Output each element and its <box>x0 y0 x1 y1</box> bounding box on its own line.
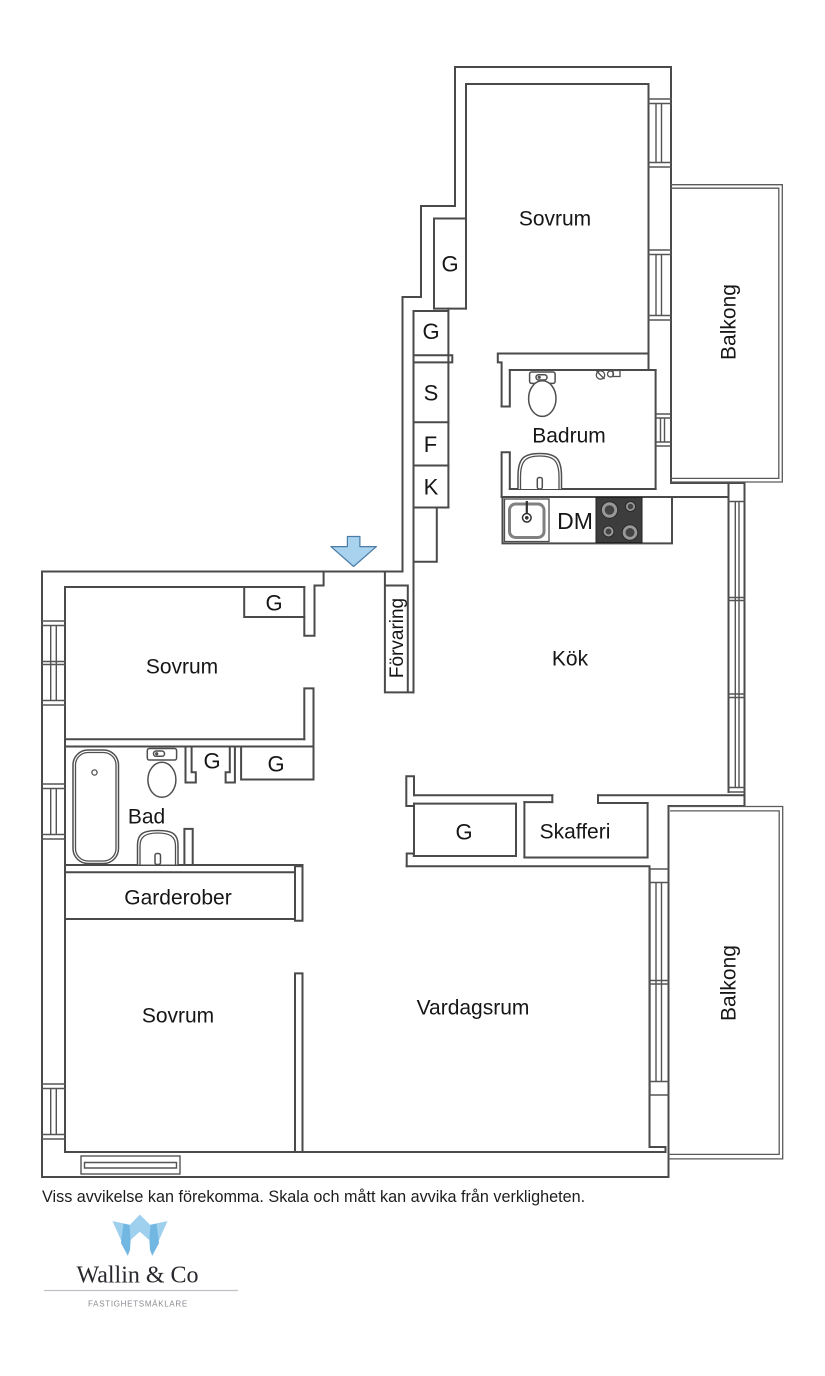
label-bad: Bad <box>128 805 165 828</box>
exterior-walls <box>41 66 746 1178</box>
label-g-mid-sovrum: G <box>265 591 282 616</box>
sink-bad <box>136 829 179 866</box>
window-badrum <box>654 413 671 447</box>
label-sovrum-bottom: Sovrum <box>142 1004 214 1027</box>
balcony-top-rail <box>670 184 783 483</box>
wall-bad-east-stub <box>184 745 197 784</box>
burner-1-center <box>604 505 615 515</box>
wall-sovrum-top-bottom <box>496 352 650 408</box>
label-g-upper: G <box>422 319 439 344</box>
wall-corridor-west-upper <box>303 584 316 637</box>
label-g-niche: G <box>441 252 458 277</box>
label-g-hall: G <box>455 820 472 845</box>
label-k: K <box>424 475 439 500</box>
burner-2-center <box>627 503 634 510</box>
label-sovrum-mid: Sovrum <box>146 655 218 678</box>
wall-sovrum-mid <box>64 586 306 741</box>
bad-fixtures <box>72 747 179 866</box>
crown-right-facet <box>148 1223 159 1256</box>
wall-corridor-west-lower <box>303 687 315 748</box>
wall-skrow-stub <box>405 775 415 807</box>
kitchen-sink-unit <box>503 498 550 543</box>
label-g-bad-1: G <box>203 749 220 774</box>
logo-crown-icon <box>112 1214 168 1256</box>
windows <box>41 98 746 1175</box>
wall-box-below-k <box>412 506 438 563</box>
window-bad <box>41 783 66 840</box>
wall-bad-se-stub <box>183 827 194 866</box>
disclaimer-text: Viss avvikelse kan förekomma. Skala och … <box>42 1188 585 1206</box>
wall-sfk-closets <box>412 421 450 509</box>
footer: Viss avvikelse kan förekomma. Skala och … <box>42 1188 585 1309</box>
entrance-arrow <box>330 535 377 568</box>
balcony-bottom-rail <box>667 805 784 1160</box>
window-sovrum-bottom-south <box>80 1155 181 1175</box>
window-vardagsrum-east <box>649 868 670 1096</box>
kitchen-fixtures <box>501 496 673 545</box>
sink-badrum <box>517 452 563 490</box>
wall-garderober <box>64 864 304 922</box>
toilet-dot-badrum <box>537 375 541 379</box>
bathtub-inner <box>74 751 117 862</box>
wall-badrum-left-upper <box>500 369 511 408</box>
logo: Wallin & Co FASTIGHETSMÄKLARE <box>44 1214 238 1309</box>
outer-wall-lower <box>41 570 670 1178</box>
wall-skrow-interiors <box>413 802 649 859</box>
wall-skrow-bottom-end <box>405 852 415 868</box>
balconies <box>667 184 784 1160</box>
label-vardagsrum: Vardagsrum <box>417 996 530 1019</box>
wall-gbad-jamb <box>224 745 236 784</box>
crown-left-facet <box>121 1223 132 1256</box>
wall-skafferi-door-jambs <box>551 794 599 804</box>
wall-closet-g2 <box>412 307 450 509</box>
outer-wall-top-right <box>454 66 746 797</box>
entrance-arrow-icon <box>330 535 377 568</box>
label-g-bad-2: G <box>267 752 284 777</box>
room-labels: Sovrum Balkong Badrum Kök Förvaring Sovr… <box>124 207 740 1027</box>
stove <box>595 497 643 543</box>
badrum-fixtures <box>517 369 621 490</box>
wall-skrow-inner-top <box>413 801 649 805</box>
label-dm: DM <box>557 508 593 534</box>
wall-skrow-divider <box>515 801 526 859</box>
window-kok-east <box>727 500 746 793</box>
bathtub <box>72 749 120 865</box>
burner-4-center <box>625 528 635 537</box>
label-garderober: Garderober <box>124 886 231 909</box>
kitchen-faucet-dot <box>525 516 529 520</box>
label-kok: Kök <box>552 647 589 670</box>
bathtub-drain <box>91 769 98 776</box>
window-sovrum-top-1 <box>647 98 672 168</box>
wall-tab <box>412 354 454 364</box>
shower-mixer-icon <box>595 369 621 380</box>
kitchen-counter-outline <box>501 496 673 545</box>
window-sovrum-mid <box>41 620 66 706</box>
wall-divider-sovrum-vardagsrum <box>294 972 304 1153</box>
brand-text: Wallin & Co <box>76 1263 198 1289</box>
wall-entry-jamb <box>313 570 325 587</box>
wall-badrum-left-lower <box>500 451 511 498</box>
crown-center <box>129 1214 151 1240</box>
label-s: S <box>424 381 439 406</box>
toilet-dot-bad <box>155 752 159 756</box>
wall-gbad2 <box>240 745 315 781</box>
window-sovrum-top-2 <box>647 249 672 321</box>
burner-3-center <box>605 528 612 535</box>
tagline-text: FASTIGHETSMÄKLARE <box>88 1300 188 1309</box>
toilet-bowl-bad <box>147 761 177 799</box>
window-sovrum-bottom-west <box>41 1083 66 1140</box>
wall-forvaring <box>383 570 415 694</box>
label-f: F <box>424 432 437 457</box>
toilet-bowl-badrum <box>527 380 557 418</box>
label-skafferi: Skafferi <box>540 820 611 843</box>
wall-closet-mid-sovrum <box>243 586 306 618</box>
label-sovrum-top: Sovrum <box>519 207 591 230</box>
label-balkong-top: Balkong <box>717 284 740 360</box>
outer-wall-upper-left <box>401 66 456 573</box>
wall-closet-niche <box>433 217 467 310</box>
label-balkong-bottom: Balkong <box>717 945 740 1021</box>
label-badrum: Badrum <box>532 424 606 447</box>
label-forvaring: Förvaring <box>387 598 408 678</box>
